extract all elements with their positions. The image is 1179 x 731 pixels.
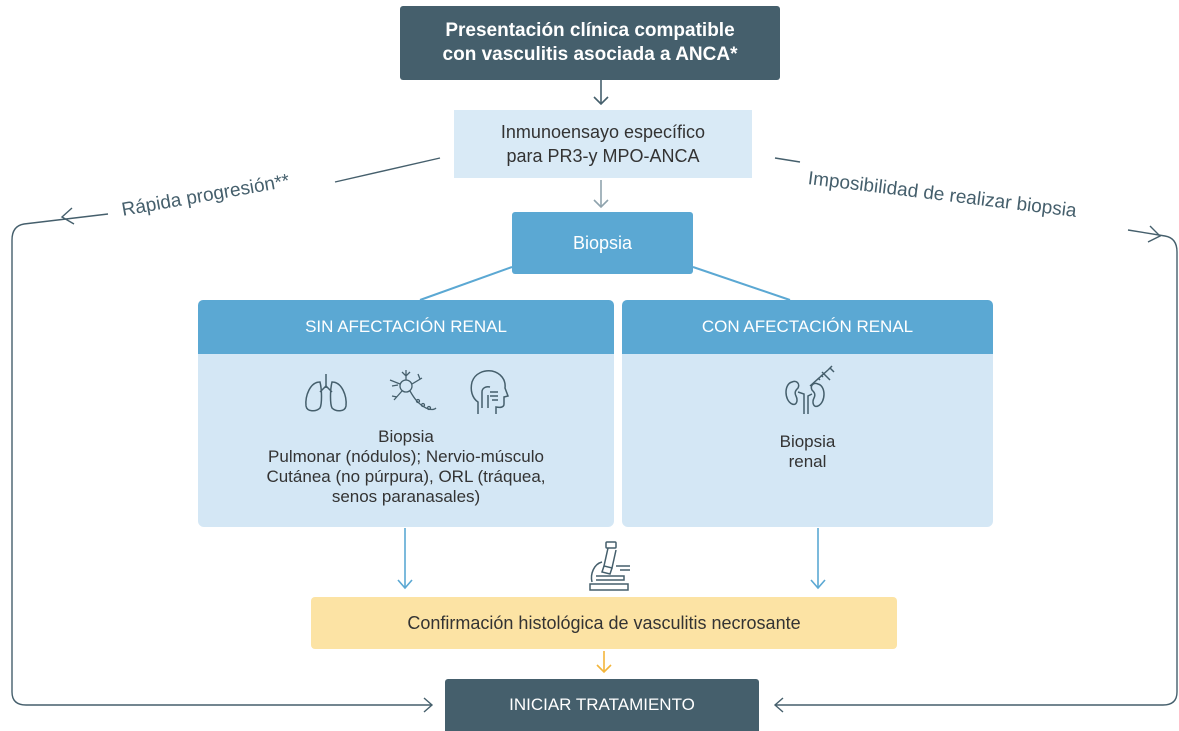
right-panel-header: CON AFECTACIÓN RENAL [622, 300, 993, 354]
left-panel-line: Biopsia [378, 427, 434, 446]
left-panel-line: Cutánea (no púrpura), ORL (tráquea, [266, 467, 546, 486]
kidney-biopsy-icon [785, 365, 835, 414]
arrow-confirm-to-start [596, 651, 612, 674]
microscope-icon [589, 541, 630, 591]
head-throat-icon [470, 370, 509, 414]
start-treatment-box: INICIAR TRATAMIENTO [445, 679, 759, 731]
histologic-confirmation-box: Confirmación histológica de vasculitis n… [311, 597, 897, 649]
immunoassay-box: Inmunoensayo específico para PR3-y MPO-A… [454, 110, 752, 178]
arrow-immuno-to-biopsia [593, 180, 609, 209]
immunoassay-line2: para PR3-y MPO-ANCA [506, 146, 700, 166]
left-loop-line [11, 157, 441, 713]
right-panel-line: Biopsia [779, 432, 836, 451]
right-panel-line: renal [788, 452, 827, 471]
clinical-presentation-line1: Presentación clínica compatible [445, 20, 735, 41]
right-loop-line [773, 157, 1178, 713]
branch-lines [419, 266, 791, 301]
arrow-right-panel-to-confirm [810, 528, 826, 590]
neuron-icon [389, 370, 437, 411]
left-panel-body: Biopsia Pulmonar (nódulos); Nervio-múscu… [198, 350, 614, 527]
right-panel-text: Biopsia renal [622, 432, 993, 472]
left-panel-line: Pulmonar (nódulos); Nervio-músculo [268, 447, 544, 466]
left-panel-text: Biopsia Pulmonar (nódulos); Nervio-múscu… [198, 427, 614, 507]
clinical-presentation-line2: con vasculitis asociada a ANCA* [442, 44, 738, 65]
clinical-presentation-box: Presentación clínica compatible con vasc… [400, 6, 780, 80]
left-panel-header: SIN AFECTACIÓN RENAL [198, 300, 614, 354]
biopsia-box: Biopsia [512, 212, 693, 274]
arrow-top-to-immuno [593, 80, 609, 106]
right-panel-body: Biopsia renal [622, 350, 993, 527]
immunoassay-line1: Inmunoensayo específico [500, 122, 706, 142]
left-panel-line: senos paranasales) [331, 487, 481, 506]
arrow-left-panel-to-confirm [397, 528, 413, 590]
lungs-icon [305, 374, 347, 412]
